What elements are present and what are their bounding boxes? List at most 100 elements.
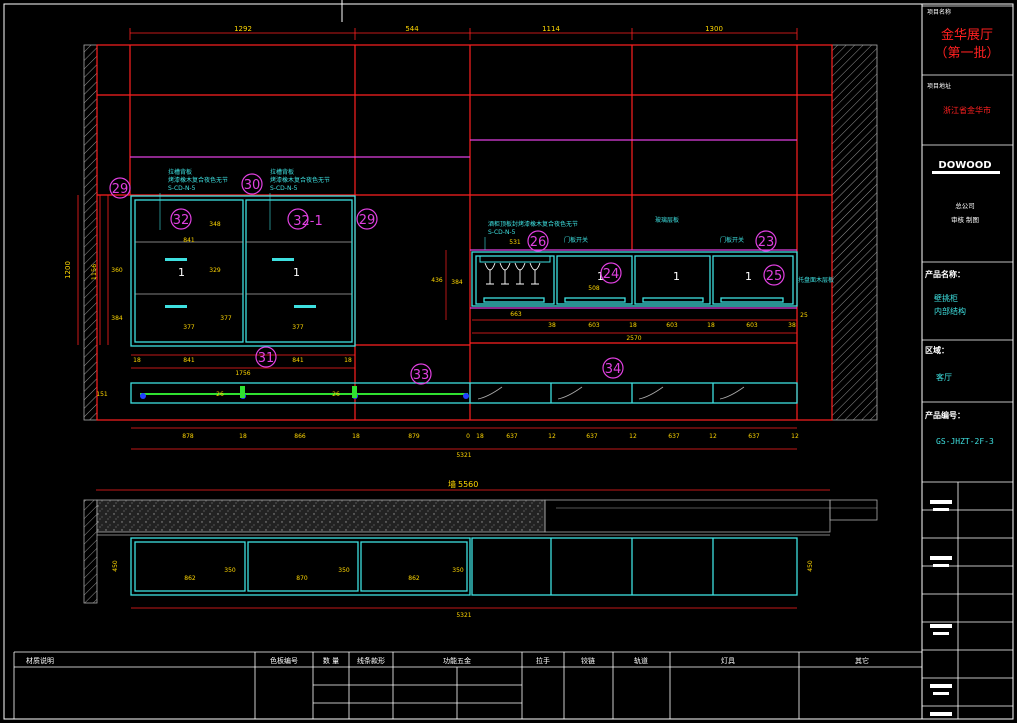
- plan-w-2: 870: [296, 575, 308, 582]
- plan-overall-prefix: 墙: [448, 479, 456, 489]
- svg-text:1: 1: [178, 266, 185, 279]
- dim-bottom-8: 12: [548, 433, 556, 440]
- dim-bottom-7: 637: [506, 433, 518, 440]
- dim-small-5: 25: [800, 312, 808, 319]
- dim-cab-h-2: 329: [209, 267, 221, 274]
- company-name: 总公司: [955, 201, 975, 210]
- dim-lower-h-1: 151: [96, 391, 108, 398]
- dim-bottom-10: 12: [629, 433, 637, 440]
- circle-labels: [109, 173, 785, 385]
- label-24: 24: [603, 267, 620, 282]
- th-handle: 拉手: [536, 656, 550, 665]
- dim-bottom-2: 866: [294, 433, 306, 440]
- label-34: 34: [605, 362, 622, 377]
- plan-side-1: 450: [112, 560, 119, 572]
- right-wall: [831, 44, 878, 421]
- note-mid-3: S-CD-N-5: [270, 185, 298, 192]
- wine-cabinet: [471, 251, 798, 307]
- dim-bottom-4: 879: [408, 433, 420, 440]
- dim-cab-h-1: 360: [111, 267, 123, 274]
- dim-lower-left-2: 841: [292, 357, 304, 364]
- dim-bottom-3: 18: [352, 433, 360, 440]
- plan-w-3: 862: [408, 575, 420, 582]
- top-dim-3: 1114: [542, 25, 560, 33]
- dim-right-h: 436: [431, 277, 443, 284]
- dim-bottom-12: 12: [709, 433, 717, 440]
- dim-bottom-14: 12: [791, 433, 799, 440]
- dim-lower-left-4: 18: [133, 357, 141, 364]
- dim-lower-left-3: 1756: [235, 370, 250, 377]
- label-26: 26: [530, 235, 547, 250]
- note-side: 托盘面木层板: [798, 276, 834, 284]
- plan-cabinets: [130, 537, 798, 596]
- plan-w-1: 862: [184, 575, 196, 582]
- th-hardware: 功能五金: [443, 656, 471, 665]
- dim-lower-h-2: 26: [216, 391, 224, 398]
- top-dim-1: 1292: [234, 25, 252, 33]
- left-vertical-dim: 1200: [64, 261, 72, 279]
- label-31: 31: [258, 351, 275, 366]
- th-qty: 数 量: [323, 656, 339, 665]
- plan-countertop: [96, 499, 546, 533]
- roles: 审核 制图: [951, 215, 979, 224]
- dim-bottom-6: 18: [476, 433, 484, 440]
- label-30: 30: [244, 178, 261, 193]
- th-other: 其它: [855, 656, 869, 665]
- label-32-1: 32-1: [293, 214, 323, 229]
- project-name-label: 项目名称: [927, 8, 951, 16]
- plan-view: 墙 5560 862 870 862 350 350 350 5321 450: [83, 479, 878, 619]
- top-dimensions: 1292 544 1114 1300: [234, 25, 723, 33]
- note-mid-2: 烤漆橡木复合夜色无节: [270, 176, 330, 184]
- label-23: 23: [758, 235, 775, 250]
- note-door-1: 门板开关: [564, 236, 588, 244]
- dim-upper-1: 841: [183, 237, 195, 244]
- area-value: 客厅: [936, 372, 952, 382]
- dim-bottom-0: 878: [182, 433, 194, 440]
- product-name-line1: 壁挑柜: [934, 293, 958, 303]
- label-32: 32: [173, 213, 190, 228]
- dim-bottom-11: 637: [668, 433, 680, 440]
- plan-bottom-dim: 5321: [456, 612, 471, 619]
- note-mid-1: 拉槽背板: [270, 168, 294, 176]
- dim-lower-left-1: 841: [183, 357, 195, 364]
- dim-bottom-13: 637: [748, 433, 760, 440]
- label-29b: 29: [359, 213, 376, 228]
- plan-overall-dim: 5560: [458, 480, 478, 489]
- dim-right-4: 603: [746, 322, 758, 329]
- elevation-view: 1292 544 1114 1300 1200 1156: [64, 25, 878, 459]
- th-profile: 线条款形: [357, 656, 385, 665]
- project-location-label: 项目地址: [927, 82, 951, 90]
- left-wall: [83, 44, 98, 421]
- dim-upper-4: 348: [209, 221, 221, 228]
- project-location: 浙江省金华市: [943, 105, 991, 115]
- note-left-1: 拉槽背板: [168, 168, 192, 176]
- logo: DOWOOD: [932, 160, 1000, 174]
- note-left-2: 烤漆橡木复合夜色无节: [168, 176, 228, 184]
- project-name-line2: （第一批）: [934, 46, 999, 61]
- top-dim-4: 1300: [705, 25, 723, 33]
- note-right-2: S-CD-N-5: [488, 229, 516, 236]
- note-door-2: 门板开关: [720, 236, 744, 244]
- project-name-line1: 金华展厅: [941, 27, 993, 43]
- product-code-label: 产品编号：: [925, 410, 965, 420]
- area-label: 区域：: [925, 345, 949, 355]
- plan-side-2: 450: [807, 560, 814, 572]
- note-glass: 玻璃层板: [655, 216, 679, 224]
- dim-small-4: 38: [788, 322, 796, 329]
- dim-small-3: 18: [707, 322, 715, 329]
- upper-notes: 拉槽背板 烤漆橡木复合夜色无节 S-CD-N-5 拉槽背板 烤漆橡木复合夜色无节…: [168, 168, 834, 284]
- plan-s-2: 350: [338, 567, 350, 574]
- dim-glass: 531: [509, 239, 521, 246]
- dim-shelf: 508: [588, 285, 600, 292]
- th-light: 灯具: [721, 656, 735, 665]
- upper-cabinet-left: [130, 195, 356, 347]
- plan-wall-left: [83, 499, 98, 604]
- svg-text:1: 1: [293, 266, 300, 279]
- svg-text:1: 1: [673, 270, 680, 283]
- dim-lower-left-5: 18: [344, 357, 352, 364]
- th-hinge: 铰链: [581, 656, 595, 665]
- note-left-3: S-CD-N-5: [168, 185, 196, 192]
- label-33: 33: [413, 368, 430, 383]
- title-block: [922, 5, 1013, 719]
- red-panel-grid: [96, 44, 833, 421]
